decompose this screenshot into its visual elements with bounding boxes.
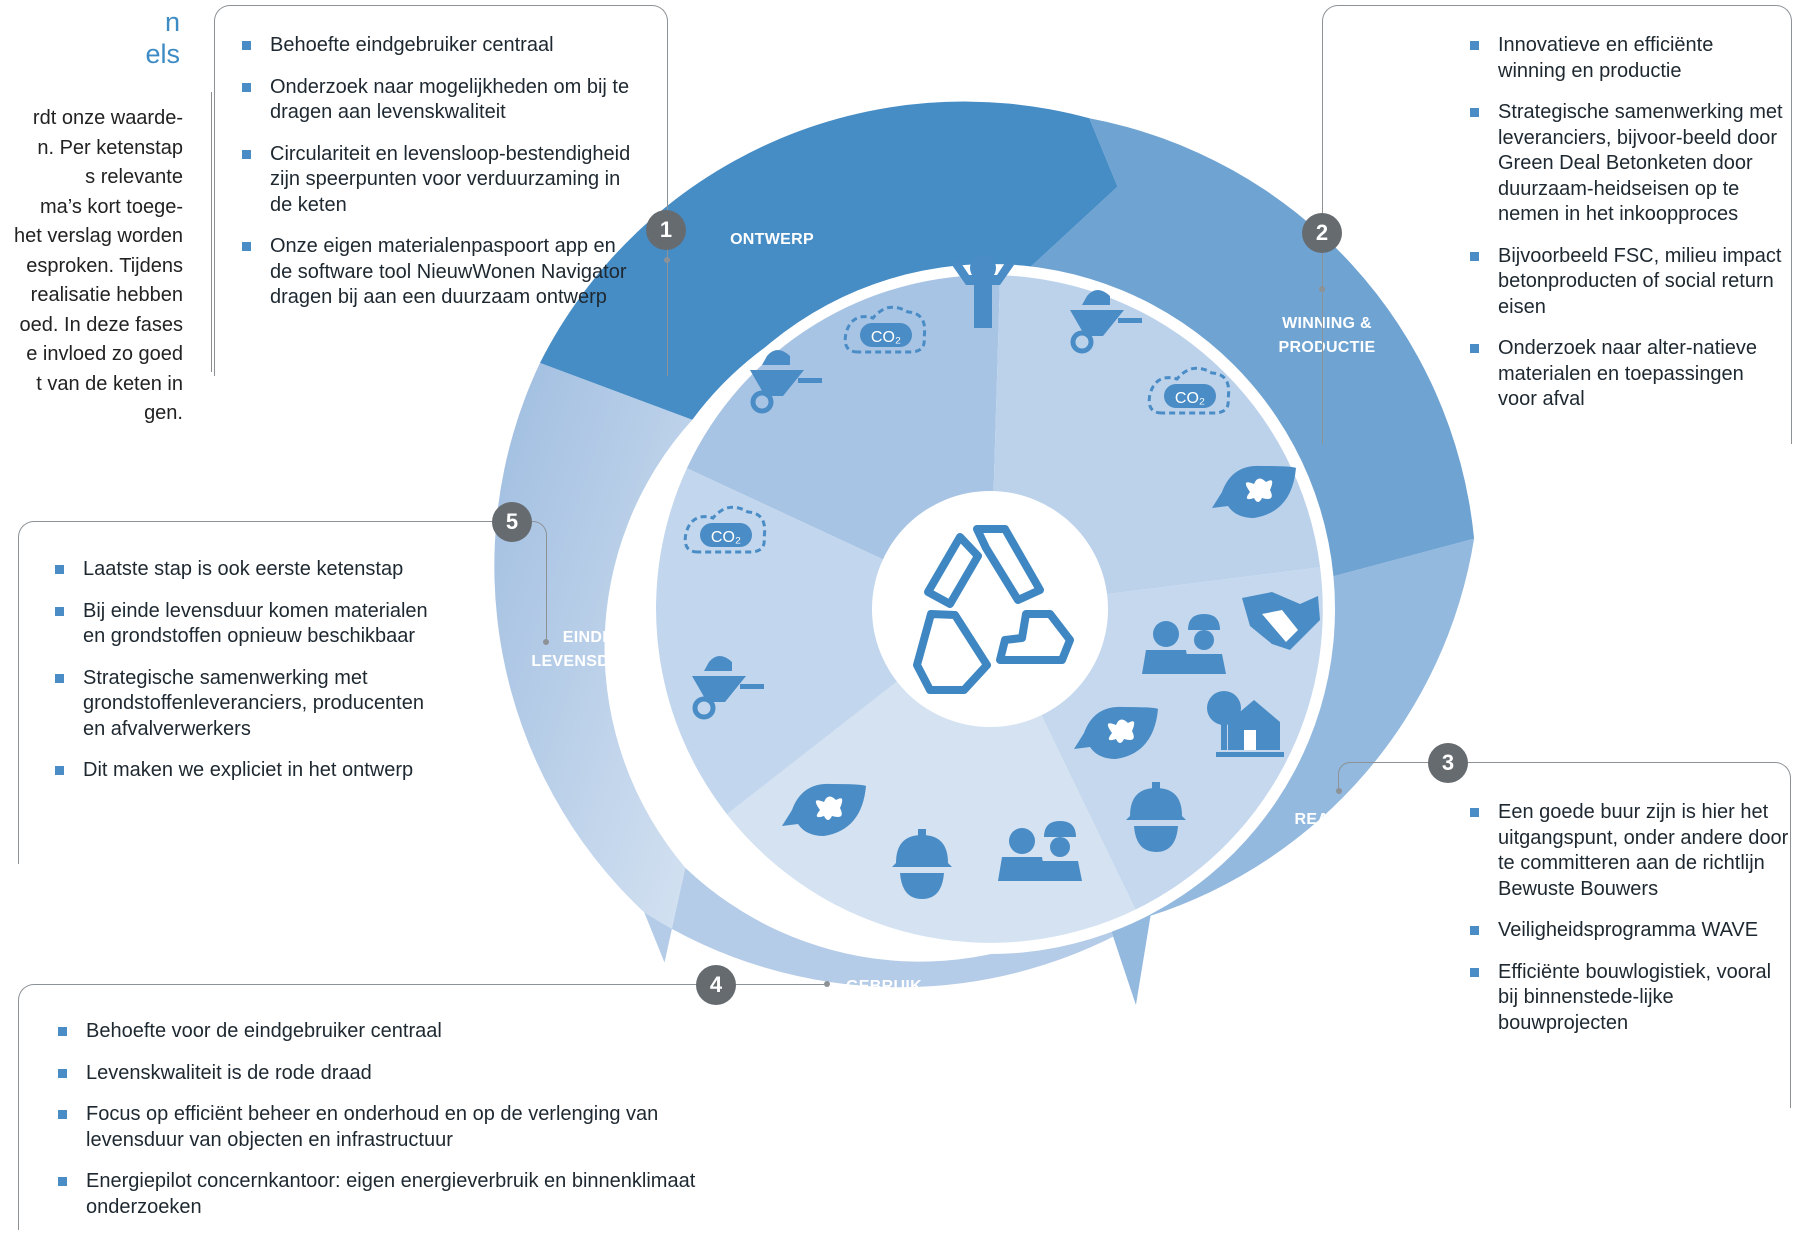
inner-sector-einde — [656, 468, 990, 815]
leader-line-5 — [532, 521, 547, 642]
intro-line: rdt onze waarde- — [32, 107, 183, 129]
segment-label-realisatie: REALISATIE — [1294, 811, 1392, 828]
person-icon — [952, 255, 1014, 328]
segment-label-gebruik: GEBRUIK — [846, 978, 922, 995]
bullet-item: Strategische samenwerking met leverancie… — [1470, 100, 1785, 228]
leader-line-3b — [1348, 762, 1448, 764]
segment-label-ontwerp: ONTWERP — [730, 231, 814, 248]
leader-line-4 — [736, 984, 826, 986]
intro-line: t van de keten in — [36, 372, 183, 395]
intro-line: oed. In deze fases — [19, 313, 183, 336]
callout-box-realisatie — [1458, 762, 1791, 1108]
bullet-item: Levenskwaliteit is de rode draad — [58, 1061, 758, 1087]
intro-title-line: els — [145, 39, 180, 69]
workers-icon — [998, 821, 1082, 881]
bullet-list-ontwerp: Behoefte eindgebruiker centraal Onderzoe… — [242, 33, 642, 327]
bullet-item: Innovatieve en efficiënte winning en pro… — [1470, 33, 1785, 84]
intro-paragraph: rdt onze waarde- n. Per ketenstap s rele… — [0, 104, 183, 429]
bullet-item: Dit maken we expliciet in het ontwerp — [55, 758, 435, 784]
workers-icon — [1142, 614, 1226, 674]
segment-label-winning-productie: WINNING & PRODUCTIE — [1278, 315, 1376, 356]
ring-segment-einde-levensduur — [494, 362, 693, 963]
co2-label: CO₂ — [871, 329, 901, 346]
handshake-icon — [1242, 592, 1320, 650]
co2-cloud-icon: CO₂ — [843, 305, 927, 354]
leader-line-3 — [1338, 762, 1351, 793]
inner-icons: CO₂ CO₂ CO₂ — [683, 255, 1320, 899]
wheelbarrow-icon — [692, 656, 764, 720]
leader-dot — [664, 257, 670, 263]
bullet-item: Laatste stap is ook eerste ketenstap — [55, 557, 435, 583]
bullet-item: Onderzoek naar mogelijkheden om bij te d… — [242, 75, 642, 126]
bullet-item: Veiligheidsprogramma WAVE — [1470, 918, 1790, 944]
butterfly-leaf-icon — [782, 783, 866, 836]
ring-segment-winning-productie — [1011, 118, 1475, 582]
step-badge-5: 5 — [492, 502, 532, 542]
ring-segment-gebruik — [644, 867, 1151, 1005]
bullet-item: Onderzoek naar alter-natieve materialen … — [1470, 336, 1785, 413]
bullet-list-gebruik: Behoefte voor de eindgebruiker centraal … — [58, 1019, 758, 1236]
leader-dot — [824, 981, 830, 987]
bullet-item: Bijvoorbeeld FSC, milieu impact betonpro… — [1470, 244, 1785, 321]
bullet-item: Onze eigen materialenpaspoort app en de … — [242, 234, 642, 311]
butterfly-leaf-icon — [1212, 465, 1296, 518]
leader-dot — [1336, 788, 1342, 794]
intro-line: n. Per ketenstap — [37, 136, 183, 159]
recycle-icon — [913, 525, 1074, 694]
intro-line: esproken. Tijdens — [26, 254, 183, 277]
intro-line: gen. — [144, 402, 183, 424]
co2-cloud-icon: CO₂ — [1147, 366, 1231, 415]
wheelbarrow-icon — [1070, 290, 1142, 354]
step-badge-2: 2 — [1302, 213, 1342, 253]
callout-box-ontwerp — [214, 5, 668, 376]
step-badge-3: 3 — [1428, 743, 1468, 783]
callout-box-einde — [18, 521, 519, 864]
co2-label: CO₂ — [711, 529, 741, 546]
bullet-list-realisatie: Een goede buur zijn is hier het uitgangs… — [1470, 800, 1790, 1052]
callout-box-gebruik — [18, 984, 719, 1230]
wheelbarrow-icon — [750, 350, 822, 414]
co2-cloud-icon: CO₂ — [683, 505, 767, 554]
house-tree-icon — [1207, 691, 1284, 757]
helmet-icon — [892, 829, 952, 899]
intro-title-line: n — [164, 7, 180, 37]
intro-line: s relevante — [85, 166, 183, 188]
helmet-icon — [1126, 782, 1186, 852]
bullet-item: Behoefte eindgebruiker centraal — [242, 33, 642, 59]
intro-title: n els — [0, 6, 180, 70]
intro-line: ma’s kort toege- — [39, 195, 183, 218]
intro-divider — [211, 92, 212, 372]
intro-line: realisatie hebben — [30, 284, 183, 306]
segment-label-einde-levensduur: EINDE LEVENSDUUR — [531, 629, 645, 670]
step-badge-4: 4 — [696, 965, 736, 1005]
bullet-item: Focus op efficiënt beheer en onderhoud e… — [58, 1102, 758, 1153]
bullet-item: Een goede buur zijn is hier het uitgangs… — [1470, 800, 1790, 902]
ring-segment-ontwerp — [540, 101, 1118, 420]
step-badge-1: 1 — [646, 210, 686, 250]
leader-dot — [543, 639, 549, 645]
co2-label: CO₂ — [1175, 390, 1205, 407]
bullet-item: Energiepilot concernkantoor: eigen energ… — [58, 1169, 758, 1220]
bullet-item: Bij einde levensduur komen materialen en… — [55, 599, 435, 650]
center-hub — [872, 491, 1108, 727]
bullet-list-einde: Laatste stap is ook eerste ketenstap Bij… — [55, 557, 435, 800]
bullet-item: Behoefte voor de eindgebruiker centraal — [58, 1019, 758, 1045]
intro-line: het verslag worden — [14, 225, 183, 247]
bullet-list-winning: Innovatieve en efficiënte winning en pro… — [1470, 33, 1785, 429]
intro-line: e invloed zo goed — [26, 343, 183, 365]
bullet-item: Efficiënte bouwlogistiek, vooral bij bin… — [1470, 960, 1790, 1037]
butterfly-leaf-icon — [1074, 706, 1158, 759]
leader-dot — [1319, 286, 1325, 292]
bullet-item: Strategische samenwerking met grondstoff… — [55, 666, 435, 743]
bullet-item: Circulariteit en levensloop-bestendighei… — [242, 142, 642, 219]
